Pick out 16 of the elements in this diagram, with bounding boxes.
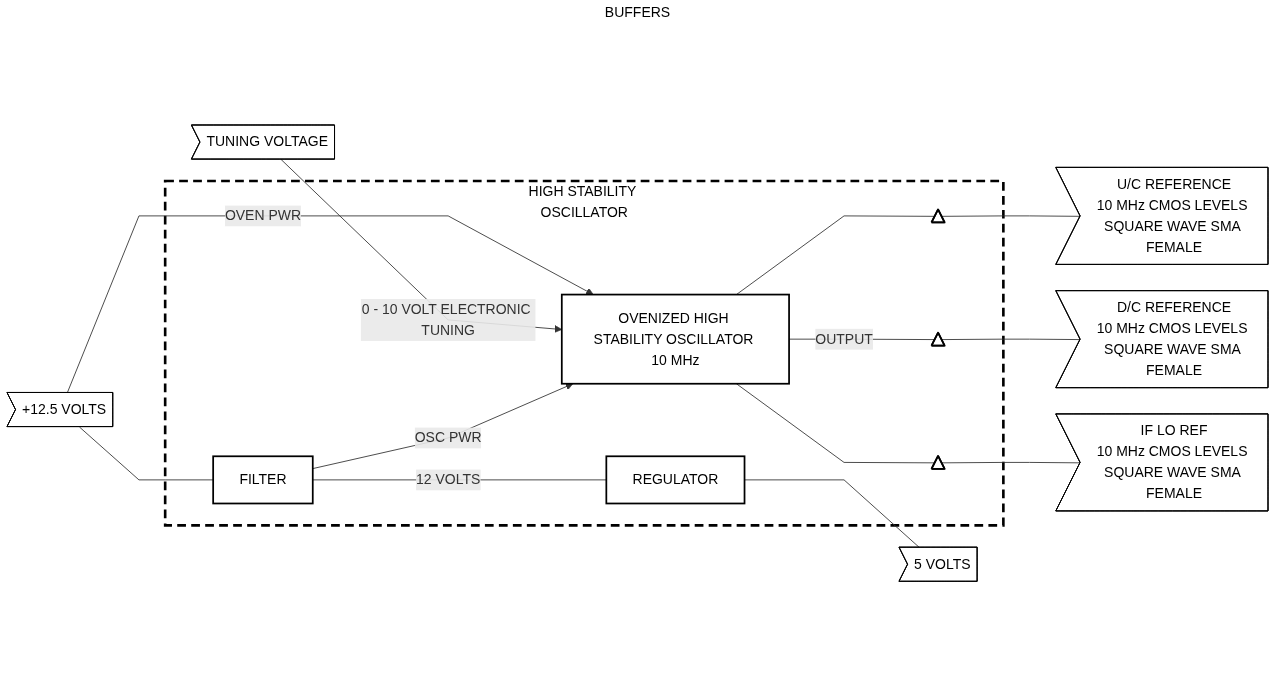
node-box: FILTER: [212, 455, 314, 505]
node-box: OVENIZED HIGH STABILITY OSCILLATOR 10 MHz: [560, 294, 790, 385]
connector: [736, 215, 936, 296]
connector: [941, 462, 1081, 464]
edge-label: OUTPUT: [815, 331, 873, 347]
edge-label: OVEN PWR: [224, 208, 302, 224]
edge-label: 0 - 10 VOLT ELECTRONIC TUNING: [361, 301, 531, 338]
edge-label: 12 VOLTS: [416, 472, 481, 488]
connector: [941, 339, 1081, 341]
connector: [79, 426, 214, 481]
note-text: BUFFERS: [604, 4, 671, 20]
edge-label: OSC PWR: [414, 430, 482, 446]
node-box: REGULATOR: [605, 455, 746, 505]
connector: [736, 383, 936, 464]
connector: [941, 215, 1081, 218]
connector: [744, 479, 920, 549]
